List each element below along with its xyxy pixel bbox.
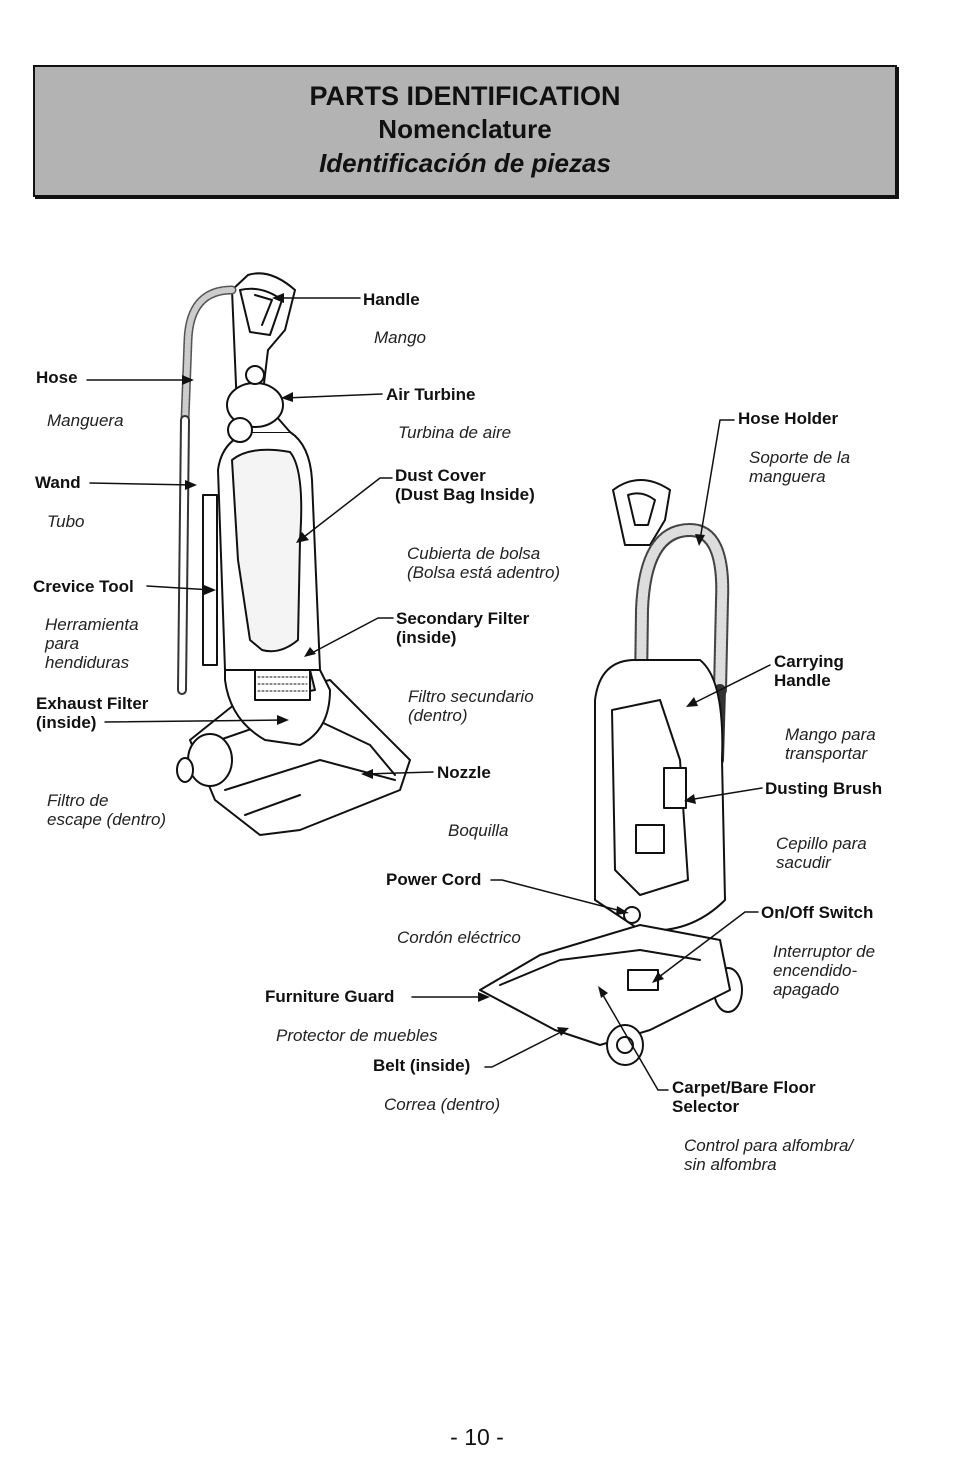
leader-lines xyxy=(86,297,771,1091)
label-exhaust-filter: Exhaust Filter (inside) xyxy=(36,694,149,732)
label-air-turbine: Air Turbine xyxy=(386,385,476,404)
label-dusting-brush: Dusting Brush xyxy=(765,779,883,798)
label-on-off-switch-es: Interruptor de encendido- apagado xyxy=(773,942,876,999)
label-exhaust-filter-es: Filtro de escape (dentro) xyxy=(47,791,167,829)
front-vacuum-illustration xyxy=(176,272,411,836)
label-crevice-tool: Crevice Tool xyxy=(33,577,134,596)
label-belt: Belt (inside) xyxy=(373,1056,471,1075)
label-hose-es: Manguera xyxy=(47,411,124,430)
label-hose: Hose xyxy=(36,368,78,387)
title-french: Nomenclature xyxy=(378,114,552,144)
label-nozzle: Nozzle xyxy=(437,763,491,782)
label-carrying-handle: Carrying Handle xyxy=(774,652,844,690)
label-secondary-filter-es: Filtro secundario (dentro) xyxy=(408,687,534,725)
label-dust-cover: Dust Cover (Dust Bag Inside) xyxy=(395,466,535,504)
label-furniture-guard-es: Protector de muebles xyxy=(276,1026,438,1045)
label-power-cord: Power Cord xyxy=(386,870,482,889)
label-carrying-handle-es: Mango para transportar xyxy=(785,725,876,763)
label-crevice-tool-es: Herramienta para hendiduras xyxy=(45,615,139,672)
label-floor-selector: Carpet/Bare Floor Selector xyxy=(672,1078,816,1116)
label-secondary-filter: Secondary Filter (inside) xyxy=(396,609,530,647)
label-air-turbine-es: Turbina de aire xyxy=(398,423,512,442)
label-power-cord-es: Cordón eléctrico xyxy=(397,928,521,947)
label-furniture-guard: Furniture Guard xyxy=(265,987,395,1006)
label-belt-es: Correa (dentro) xyxy=(384,1095,501,1114)
label-wand-es: Tubo xyxy=(47,512,85,531)
page-number: - 10 - xyxy=(450,1424,504,1450)
label-handle: Handle xyxy=(363,290,420,309)
label-floor-selector-es: Control para alfombra/ sin alfombra xyxy=(684,1136,854,1174)
label-dusting-brush-es: Cepillo para sacudir xyxy=(776,834,867,872)
label-wand: Wand xyxy=(35,473,81,492)
label-nozzle-es: Boquilla xyxy=(448,821,509,840)
label-hose-holder-es: Soporte de la manguera xyxy=(749,448,851,486)
label-on-off-switch: On/Off Switch xyxy=(761,903,874,922)
rear-vacuum-illustration xyxy=(479,479,743,1066)
label-handle-es: Mango xyxy=(374,328,426,347)
title-box: PARTS IDENTIFICATION Nomenclature Identi… xyxy=(33,65,897,197)
label-dust-cover-es: Cubierta de bolsa (Bolsa está adentro) xyxy=(407,544,561,582)
title-spanish: Identificación de piezas xyxy=(319,148,611,178)
title-english: PARTS IDENTIFICATION xyxy=(309,81,621,111)
label-hose-holder: Hose Holder xyxy=(738,409,839,428)
